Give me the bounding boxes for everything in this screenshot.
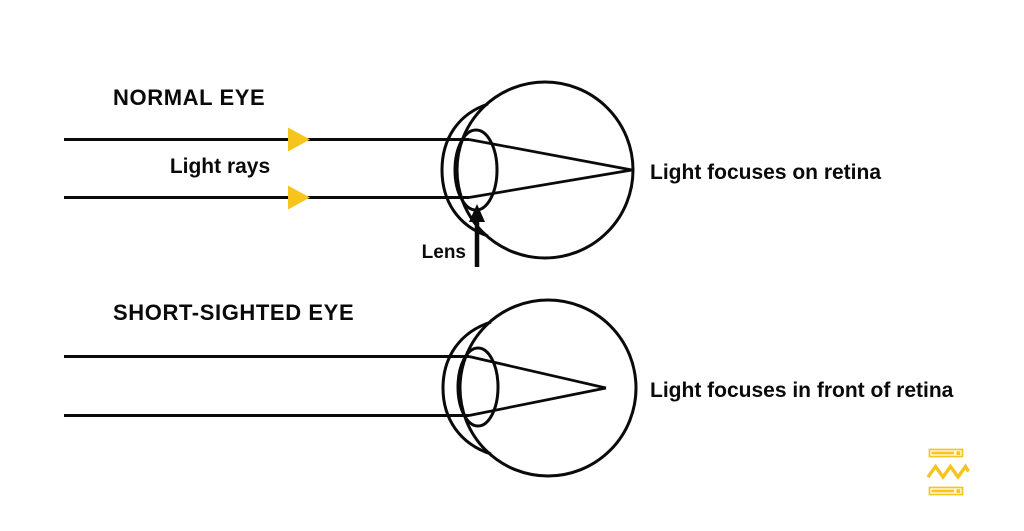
converging-ray-top xyxy=(468,355,607,390)
light-rays-label: Light rays xyxy=(170,155,270,178)
normal-eye-title: NORMAL EYE xyxy=(113,85,265,110)
short-sighted-eye-section: SHORT-SIGHTED EYE Light focuses in front… xyxy=(64,298,954,478)
normal-eye-section: NORMAL EYE Light rays Lens Light focuses… xyxy=(64,80,881,267)
cornea-outline xyxy=(440,102,489,238)
logo-bar-icon xyxy=(928,448,964,458)
converging-ray-top xyxy=(468,138,633,172)
lens-outline xyxy=(456,346,500,428)
converging-ray-bottom xyxy=(468,168,633,199)
logo-bar-icon xyxy=(928,486,964,496)
logo-zigzag-icon xyxy=(926,463,970,480)
eyeball-outline xyxy=(455,80,635,260)
eyeball-outline xyxy=(458,298,638,478)
normal-eye-focus-label: Light focuses on retina xyxy=(650,161,881,184)
brand-logo-icon xyxy=(926,448,970,496)
short-sighted-eye-title: SHORT-SIGHTED EYE xyxy=(113,300,354,325)
converging-ray-bottom xyxy=(468,386,607,417)
lens-label: Lens xyxy=(422,242,466,263)
lens-pointer-arrowhead-icon xyxy=(469,204,485,222)
ray-direction-arrow-icon xyxy=(288,127,310,152)
ray-direction-arrow-icon xyxy=(288,185,310,210)
cornea-outline xyxy=(441,320,492,456)
short-sighted-eye-focus-label: Light focuses in front of retina xyxy=(650,379,954,402)
